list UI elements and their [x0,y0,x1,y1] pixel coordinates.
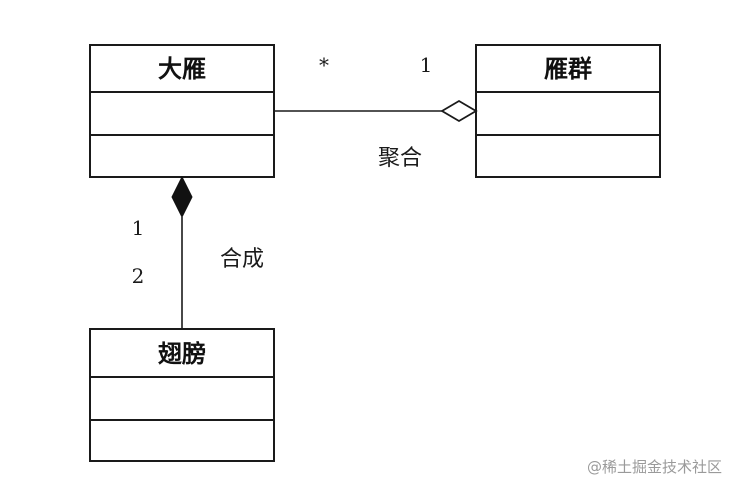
class-chibang: 翅膀 [89,328,275,462]
class-dayan-box [89,44,275,178]
aggregation-hollow-diamond-icon [440,99,478,123]
aggregation-multiplicity-yanqun: 1 [420,53,433,77]
aggregation-multiplicity-dayan: * [319,53,329,77]
composition-relationship: 1 2 合成 [132,175,264,329]
class-yanqun-name: 雁群 [544,54,592,83]
composition-multiplicity-dayan: 1 [132,216,145,240]
composition-multiplicity-chibang: 2 [132,264,145,288]
class-chibang-name: 翅膀 [158,339,206,368]
aggregation-label: 聚合 [378,146,422,171]
composition-filled-diamond-icon [171,175,193,219]
class-yanqun-box [475,44,661,178]
aggregation-relationship: * 1 聚合 [274,53,478,171]
watermark-text: @稀土掘金技术社区 [587,458,722,476]
class-chibang-box [89,328,275,462]
class-yanqun: 雁群 [475,44,661,178]
composition-label: 合成 [220,247,264,272]
class-dayan: 大雁 [89,44,275,178]
class-dayan-name: 大雁 [158,54,206,83]
